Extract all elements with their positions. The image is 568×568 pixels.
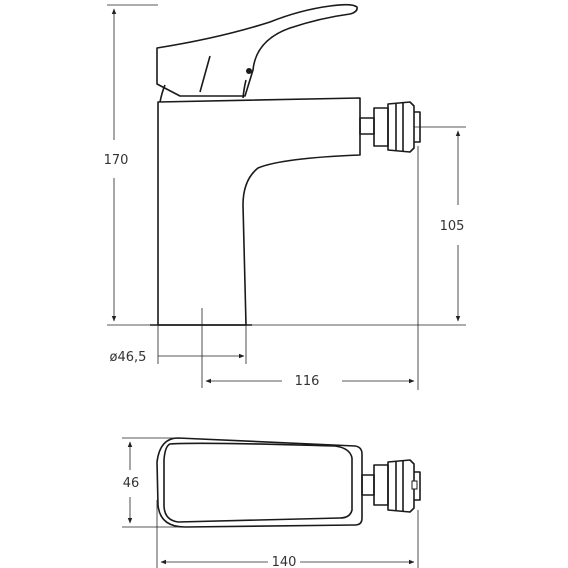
- lever-neck: [159, 79, 247, 103]
- bidet-hose-connector: [359, 101, 421, 153]
- top-body-outline: [156, 437, 363, 528]
- dim-label-116: 116: [295, 374, 320, 389]
- dim-label-diameter: ø46,5: [110, 350, 147, 365]
- faucet-body-outline: [157, 97, 361, 326]
- front-view: [150, 3, 421, 326]
- lever-inner-line: [199, 55, 211, 93]
- top-lever-outline: [163, 442, 353, 523]
- dim-label-170: 170: [104, 153, 129, 168]
- front-dimensions: 170 105 ø46,5 116: [104, 4, 466, 390]
- dim-label-140: 140: [272, 555, 297, 568]
- lever-pivot-screw-icon: [246, 68, 252, 74]
- faucet-lever-handle: [156, 3, 358, 97]
- top-dimensions: 46 140: [122, 437, 419, 568]
- dim-label-46: 46: [123, 476, 140, 491]
- top-hose-connector: [361, 459, 421, 513]
- top-view: [156, 437, 421, 528]
- dim-label-105: 105: [440, 219, 465, 234]
